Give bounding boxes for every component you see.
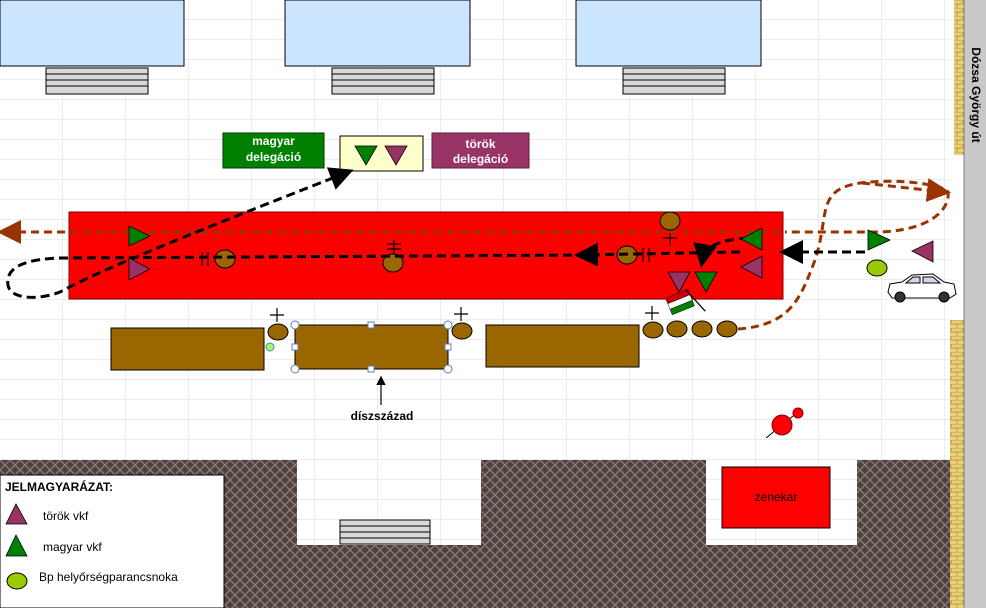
delegation-markers (128, 225, 934, 293)
guard-block-center (294, 324, 449, 370)
honor-guard-blocks (110, 324, 640, 371)
cross-markers (201, 230, 677, 322)
stairs-center (331, 67, 435, 95)
legend: JELMAGYARÁZAT: török vkf magyar vkf Bp h… (0, 474, 225, 608)
brick-curb-top (954, 0, 964, 155)
legend-box (0, 474, 225, 608)
purple-down-triangle-icon (667, 271, 691, 293)
street-label: Dózsa György út (969, 47, 983, 142)
brick-curb-bottom (950, 320, 964, 608)
green-triangle-icon (867, 229, 891, 251)
stairs-bottom (339, 519, 431, 545)
green-down-triangle-icon (694, 271, 718, 293)
light-green-circle-icon (866, 259, 888, 277)
green-triangle-icon (128, 225, 151, 247)
purple-triangle-icon (128, 257, 151, 281)
guard-block-right (485, 324, 640, 368)
band-label: zenekar (755, 490, 798, 504)
hungarian-delegation-box (222, 132, 325, 169)
band-box (721, 466, 831, 529)
stairs-top (45, 67, 726, 95)
building-windows (0, 0, 762, 67)
purple-triangle-icon (911, 240, 934, 263)
window-center (284, 0, 471, 67)
purple-down-triangle-icon (384, 145, 408, 166)
hungarian-delegation-label-line2: delegáció (246, 150, 301, 164)
delegation-symbols-box (339, 135, 424, 172)
purple-triangle-icon (5, 503, 28, 525)
street-road (964, 0, 986, 608)
hungarian-delegation-label-line1: magyar (252, 134, 295, 148)
balloon-icon (765, 407, 804, 439)
pavement-area (0, 460, 950, 608)
legend-item-commander: Bp helyőrségparancsnoka (39, 570, 178, 584)
light-green-circle-icon (6, 572, 28, 590)
stairs-right (622, 67, 726, 95)
purple-triangle-icon (740, 255, 763, 279)
honor-guard-label: díszszázad (351, 409, 414, 423)
legend-item-turkish: török vkf (43, 509, 89, 523)
legend-title: JELMAGYARÁZAT: (5, 479, 113, 494)
guard-officers (214, 211, 738, 341)
turkish-delegation-label-line1: török (466, 137, 496, 151)
window-left (0, 0, 185, 67)
turkish-delegation-box (431, 132, 530, 169)
green-triangle-icon (740, 227, 763, 251)
green-down-triangle-icon (354, 145, 378, 166)
car-icon (887, 273, 957, 303)
hungarian-flag-icon (665, 288, 706, 316)
window-right (575, 0, 762, 67)
selection-handles (265, 320, 453, 374)
turkish-delegation-label-line2: delegáció (453, 152, 508, 166)
green-triangle-icon (5, 534, 28, 557)
legend-item-hungarian: magyar vkf (43, 540, 102, 554)
street-strip (950, 0, 986, 608)
stairs-left (45, 67, 149, 95)
route-lines-brown (0, 178, 951, 331)
guard-block-left (110, 327, 265, 371)
